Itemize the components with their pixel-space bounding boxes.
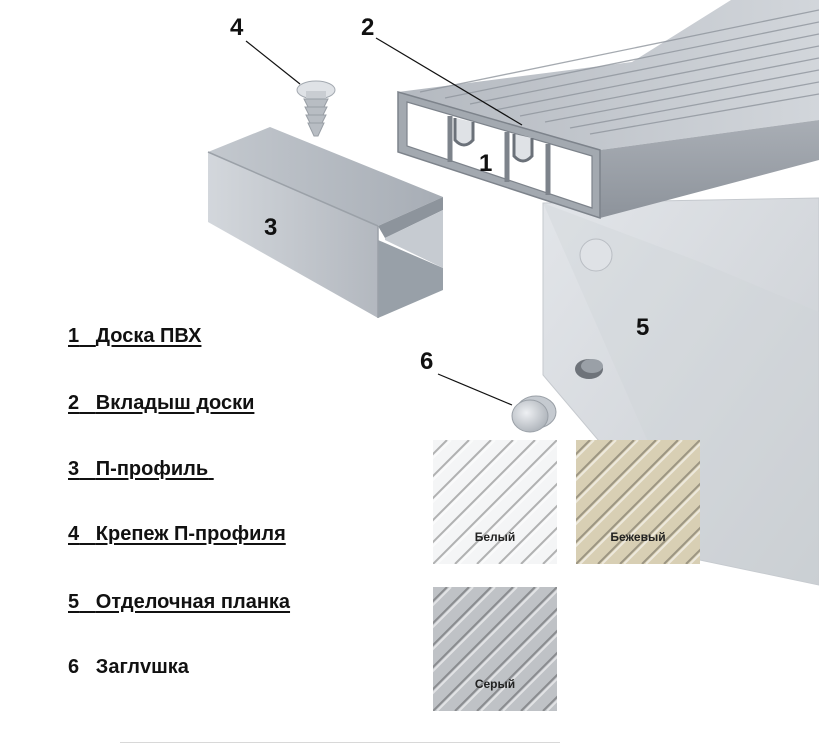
swatch-groove [454, 460, 557, 564]
legend-item-fastener: 4 Крепеж П-профиля [68, 523, 286, 545]
swatch-beige-texture [576, 440, 700, 564]
swatch-grey-label: Серый [474, 677, 516, 691]
pvc-board-part [397, 0, 819, 220]
swatch-highlight [433, 587, 540, 695]
swatch-groove [433, 440, 514, 522]
swatch-groove [433, 587, 557, 711]
callout-lines [245, 37, 523, 406]
swatch-groove [663, 526, 700, 564]
swatch-highlight [433, 440, 496, 504]
callout-5: 5 [636, 314, 650, 341]
callout-3: 3 [264, 214, 278, 241]
swatch-highlight [524, 677, 557, 711]
swatch-groove [433, 440, 492, 500]
swatch-groove [576, 440, 679, 544]
board-insert-part [453, 118, 534, 163]
swatch-groove [433, 587, 514, 669]
swatch-groove [476, 629, 557, 711]
swatch-grey-texture [433, 587, 557, 711]
swatch-groove [576, 440, 657, 522]
swatch-groove [433, 587, 492, 647]
callout-6: 6 [420, 348, 434, 375]
swatch-groove [576, 440, 700, 564]
swatch-groove [498, 504, 557, 564]
swatch-highlight [433, 587, 496, 651]
swatch-white: Белый [433, 440, 557, 564]
swatch-highlight [480, 633, 557, 711]
u-profile-part [207, 127, 443, 318]
swatch-groove [433, 440, 557, 564]
swatch-groove [520, 526, 557, 564]
swatch-highlight [579, 442, 700, 564]
swatch-groove [576, 440, 613, 478]
trim-strip-part [542, 197, 819, 586]
swatch-highlight [623, 486, 700, 564]
swatch-groove [476, 482, 557, 564]
swatch-highlight [502, 508, 557, 564]
fastener-part [296, 80, 336, 137]
swatch-groove [454, 607, 557, 711]
swatch-white-label: Белый [474, 530, 516, 544]
swatch-highlight [480, 486, 557, 564]
swatch-groove [433, 440, 470, 478]
cap-part [511, 395, 557, 433]
swatch-highlight [436, 442, 557, 564]
swatch-highlight [601, 464, 700, 564]
swatch-highlight [576, 440, 617, 482]
swatch-highlight [458, 464, 557, 564]
swatch-highlight [458, 611, 557, 711]
swatch-highlight [576, 440, 661, 526]
swatch-groove [498, 651, 557, 711]
callout-1: 1 [479, 150, 493, 177]
legend-item-trim-strip: 5 Отделочная планка [68, 591, 291, 613]
legend-item-board: 1 Доска ПВХ [68, 325, 202, 347]
swatch-highlight [433, 440, 540, 548]
swatch-highlight [433, 587, 518, 673]
callout-4: 4 [230, 14, 244, 41]
swatch-groove [433, 587, 470, 625]
swatch-groove [576, 440, 635, 500]
swatch-highlight [433, 440, 474, 482]
swatch-groove [619, 482, 700, 564]
swatch-groove [597, 460, 700, 564]
swatch-highlight [576, 440, 639, 504]
swatch-highlight [667, 530, 700, 564]
swatch-highlight [502, 655, 557, 711]
legend-item-cap: 6 Заглvшка [68, 656, 189, 678]
swatch-highlight [433, 440, 518, 526]
callout-2: 2 [361, 14, 375, 41]
bottom-divider [120, 742, 560, 743]
swatch-groove [520, 673, 557, 711]
swatch-grey: Серый [433, 587, 557, 711]
swatch-highlight [433, 587, 474, 629]
swatch-beige-label: Бежевый [610, 530, 666, 544]
swatch-highlight [576, 440, 683, 548]
swatch-highlight [645, 508, 700, 564]
swatch-highlight [436, 589, 557, 711]
legend-item-u-profile: 3 П-профиль [68, 458, 209, 480]
swatch-white-texture [433, 440, 557, 564]
swatch-groove [433, 440, 536, 544]
swatch-highlight [524, 530, 557, 564]
swatch-beige: Бежевый [576, 440, 700, 564]
swatch-groove [641, 504, 700, 564]
swatch-groove [433, 587, 536, 691]
legend-item-insert: 2 Вкладыш доски [68, 392, 255, 414]
